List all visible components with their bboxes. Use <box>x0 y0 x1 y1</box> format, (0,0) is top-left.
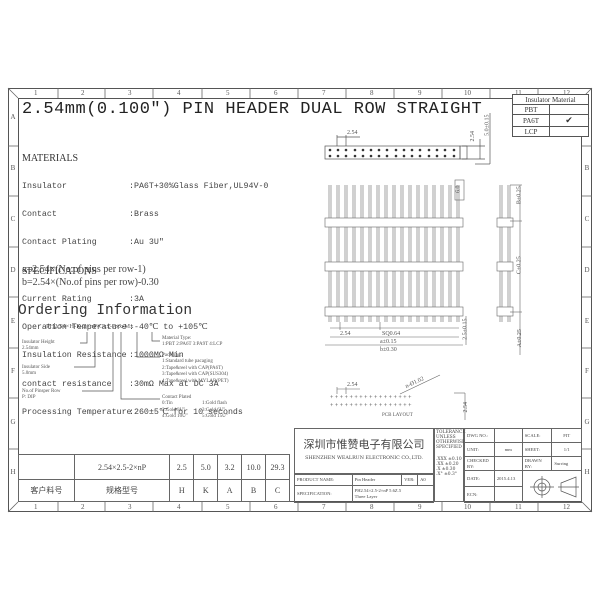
col-number: 9 <box>418 503 422 511</box>
dim-pcb-row: 2.54 <box>463 401 470 413</box>
row-letter: D <box>10 266 16 274</box>
col-number: 6 <box>274 503 278 511</box>
materials-heading: MATERIALS <box>22 152 79 164</box>
materials-section: MATERIALS Insulator:PA6T+30%Glass Fiber,… <box>22 135 268 427</box>
dim-side-a: A±0.25 <box>516 329 523 348</box>
col-number: 4 <box>177 503 181 511</box>
specifications-heading: SPECIFICATONS <box>22 265 97 277</box>
insulator-material-table: Insulator Material PBT PA6T✔ LCP <box>512 94 589 137</box>
row-letter: E <box>584 317 590 325</box>
part-code: PH2.54×H-K-2×nP-Cxx-Pxx-Mx <box>46 323 134 330</box>
col-number: 12 <box>563 89 570 97</box>
col-number: 7 <box>322 503 326 511</box>
col-number: 3 <box>128 503 132 511</box>
col-number: 10 <box>464 503 471 511</box>
col-number: 1 <box>34 89 38 97</box>
dim-pcb-pitch: 2.54 <box>347 382 358 388</box>
dim-a: a±0.15 <box>380 339 397 345</box>
tolerance-block: TOLERANCE UNLESS OTHERWISE SPECIFIED .XX… <box>434 428 466 502</box>
col-number: 7 <box>322 89 326 97</box>
dim-side-c: C±0.25 <box>516 256 523 275</box>
row-letter: B <box>10 164 16 172</box>
dim-pitch-top: 2.54 <box>347 130 358 136</box>
product-info-table: PRODUCT NAME: Pin Header VER: A0 SPECIFI… <box>294 474 435 503</box>
spec-row: contact resistance:30mΩ Max at DC 3A <box>22 379 219 389</box>
row-letter: H <box>10 468 16 476</box>
col-number: 6 <box>274 89 278 97</box>
checkmark-icon: ✔ <box>549 114 589 127</box>
projection-symbol-cell <box>521 470 583 503</box>
col-number: 10 <box>464 89 471 97</box>
dim-square-pin: SQ0.64 <box>382 331 401 337</box>
pcb-layout-label: PCB LAYOUT <box>382 413 413 418</box>
formula-a: a=2.54×(No.of pins per row-1) <box>22 264 146 275</box>
row-letter: D <box>584 266 590 274</box>
col-number: 5 <box>226 503 230 511</box>
part-spec: 2.54×2.5-2×nP <box>73 454 171 480</box>
dim-width-tol: 5.0±0.15 <box>484 114 491 136</box>
ordering-heading: Ordering Information <box>18 303 193 319</box>
col-number: 2 <box>81 89 85 97</box>
row-letter: F <box>11 367 15 375</box>
packaging-label: Pacaging: 1:Standard tube pacaging 2:Tap… <box>162 353 229 384</box>
col-number: 9 <box>418 89 422 97</box>
dim-height-tol: 2.5±0.15 <box>462 318 469 340</box>
spec-row: Contact:Brass <box>22 210 159 220</box>
col-number: 3 <box>128 89 132 97</box>
row-letter: A <box>10 113 16 121</box>
spec-row: Processing Temperature:260±5℃ for 10 sec… <box>22 407 243 417</box>
row-letter: F <box>585 367 589 375</box>
dim-b: b±0.30 <box>380 347 397 353</box>
dim-insulator-h: 6.0 <box>455 185 462 193</box>
dim-pitch-bottom: 2.54 <box>340 331 351 337</box>
col-number: 11 <box>515 503 522 511</box>
row-letter: B <box>584 164 590 172</box>
company-block: 深圳市惟赞电子有限公司 SHENZHEN WEALRUN ELECTRONIC … <box>294 428 434 474</box>
spec-row: Contact Plating:Au 3U″ <box>22 238 164 248</box>
formula-b: b=2.54×(No.of pins per row)-0.30 <box>22 277 159 288</box>
col-number: 4 <box>177 89 181 97</box>
row-letter: G <box>584 418 590 426</box>
col-number: 8 <box>370 89 374 97</box>
col-number: 11 <box>515 89 522 97</box>
row-letter: E <box>10 317 16 325</box>
spec-row: Insulation Resistance:1000MΩ Min <box>22 351 184 361</box>
svg-text:+ + + + + + + + + + + + + + +: + + + + + + + + + + + + + + + + + <box>330 403 412 409</box>
row-letter: C <box>10 215 16 223</box>
dim-pitch-side: 2.54 <box>470 130 477 142</box>
drawing-info-table: DWG NO.: SCALE: FIT UNIT: mm SHEET: 1/1 … <box>464 428 583 503</box>
row-letter: G <box>10 418 16 426</box>
material-type-label: Material Type:1:PBT 2:PA6T 3:PA9T 4:LCP <box>162 336 223 348</box>
company-name-cn: 深圳市惟赞电子有限公司 <box>303 438 425 451</box>
col-number: 12 <box>563 503 570 511</box>
material-check <box>549 126 589 137</box>
col-number: 5 <box>226 89 230 97</box>
row-letter: C <box>584 215 590 223</box>
projection-symbol-icon <box>530 476 579 498</box>
col-number: 1 <box>34 503 38 511</box>
spec-row: Operation Temperature:-40℃ to +105℃ <box>22 323 208 333</box>
col-number: 2 <box>81 503 85 511</box>
material-name: PA6T <box>512 114 550 127</box>
spec-row: Insulator:PA6T+30%Glass Fiber,UL94V-0 <box>22 182 269 192</box>
svg-text:+ + + + + + + + + + + + + + +: + + + + + + + + + + + + + + + + + <box>330 395 412 401</box>
drawing-title: 2.54mm(0.100″) PIN HEADER DUAL ROW STRAI… <box>22 100 483 119</box>
row-letter: H <box>584 468 590 476</box>
col-number: 8 <box>370 503 374 511</box>
spec-row: Current Rating:3A <box>22 294 144 304</box>
drawing-outer-frame <box>8 88 592 512</box>
dim-side-b: B±0.25 <box>516 186 523 205</box>
part-number-table: 2.54×2.5-2×nP 2.5 5.0 3.2 10.0 29.3 客户料号… <box>18 454 290 502</box>
company-name-en: SHENZHEN WEALRUN ELECTRONIC CO.,LTD. <box>305 456 423 461</box>
